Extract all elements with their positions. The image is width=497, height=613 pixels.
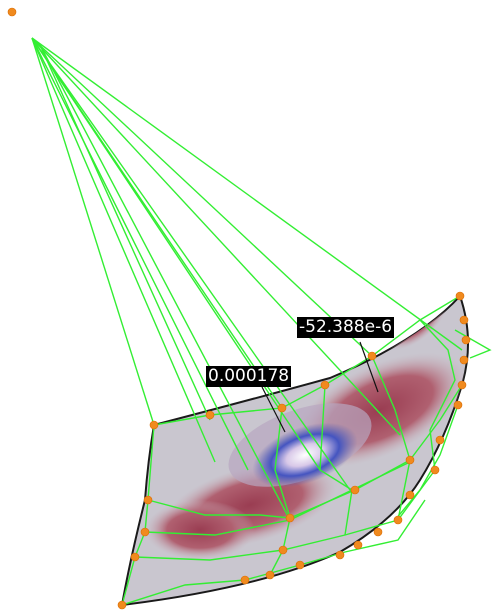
orange-dot-icon xyxy=(277,403,287,413)
orange-dot-icon xyxy=(373,527,383,537)
orange-dot-icon xyxy=(405,490,415,500)
orange-dot-icon xyxy=(320,380,330,390)
label-leader-lines xyxy=(261,341,379,433)
orange-dot-icon xyxy=(335,550,345,560)
orange-dot-icon xyxy=(457,380,467,390)
deviation-value-label-b[interactable]: -52.388e-6 xyxy=(297,317,395,338)
orange-dot-icon xyxy=(285,513,295,523)
orange-dot-icon xyxy=(405,455,415,465)
orange-dot-icon xyxy=(430,465,440,475)
orange-dot-icon xyxy=(117,600,127,610)
orange-dot-icon xyxy=(278,545,288,555)
orange-dot-icon xyxy=(461,335,471,345)
orange-dot-icon xyxy=(140,527,150,537)
orange-dot-icon xyxy=(7,7,17,17)
deviation-value-label-a[interactable]: 0.000178 xyxy=(206,366,292,387)
orange-dot-icon xyxy=(240,575,250,585)
orange-dot-icon xyxy=(459,315,469,325)
orange-dot-icon xyxy=(143,495,153,505)
orange-dot-icon xyxy=(455,291,465,301)
orange-dot-icon xyxy=(295,560,305,570)
orange-dot-icon xyxy=(265,570,275,580)
orange-dot-icon xyxy=(459,355,469,365)
orange-dot-icon xyxy=(149,420,159,430)
orange-dot-icon xyxy=(393,515,403,525)
orange-dot-icon xyxy=(130,552,140,562)
orange-dot-icon xyxy=(205,410,215,420)
orange-dot-icon xyxy=(453,400,463,410)
orange-dot-icon xyxy=(435,435,445,445)
orange-dot-icon xyxy=(353,540,363,550)
orange-dot-icon xyxy=(350,485,360,495)
control-points[interactable] xyxy=(7,7,471,610)
orange-dot-icon xyxy=(367,351,377,361)
